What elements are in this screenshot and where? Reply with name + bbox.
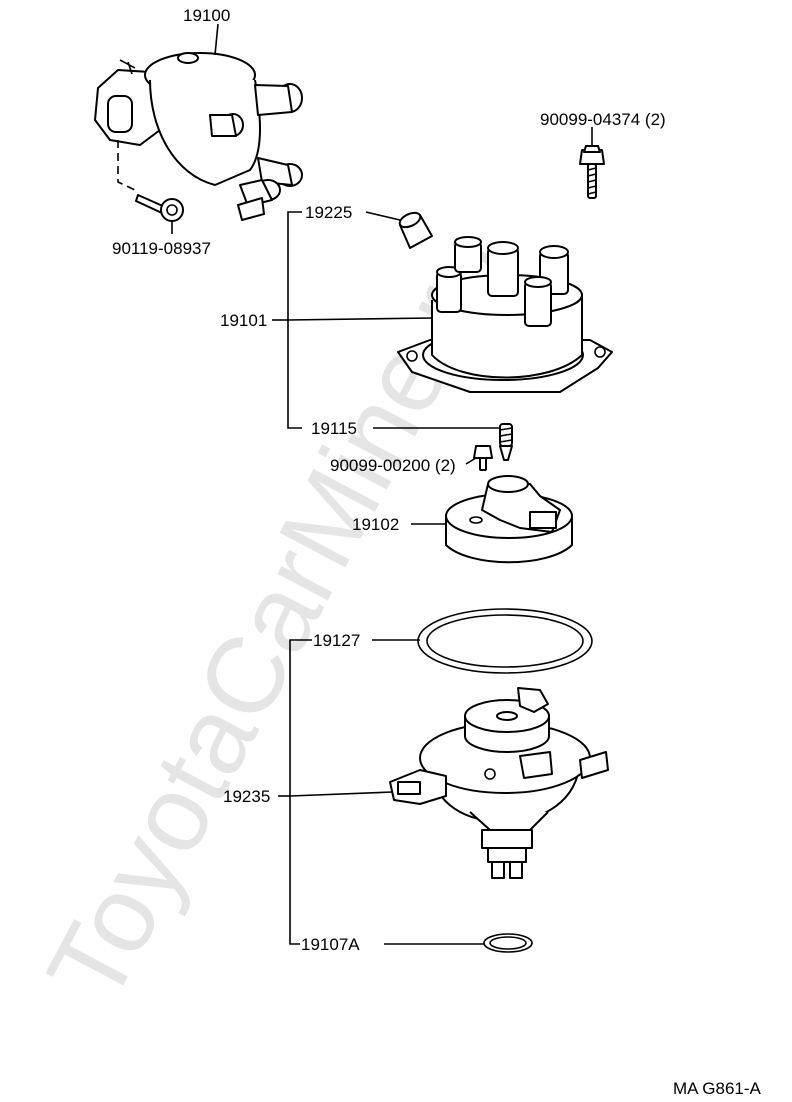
distributor-cap-19101-illustration bbox=[397, 236, 613, 393]
part-label-90099-00200: 90099-00200 (2) bbox=[330, 456, 456, 475]
o-ring-19107a-illustration bbox=[483, 933, 533, 953]
screw-90099-00200-illustration bbox=[473, 445, 493, 471]
part-label-19101: 19101 bbox=[220, 311, 267, 330]
part-label-90099-04374: 90099-04374 (2) bbox=[540, 110, 666, 129]
bolt-90119-illustration bbox=[135, 194, 184, 222]
drawing-id: MA G861-A bbox=[673, 1079, 762, 1098]
part-label-19102: 19102 bbox=[352, 515, 399, 534]
part-label-19127: 19127 bbox=[313, 631, 360, 650]
part-label-19100: 19100 bbox=[183, 6, 230, 25]
cap-19225-illustration bbox=[398, 211, 433, 249]
part-label-19225: 19225 bbox=[305, 203, 352, 222]
spring-19115-illustration bbox=[499, 423, 513, 461]
o-ring-19127-illustration bbox=[417, 608, 593, 674]
distributor-assembly-illustration bbox=[94, 52, 303, 221]
part-label-19235: 19235 bbox=[223, 787, 270, 806]
rotor-19102-illustration bbox=[445, 475, 573, 564]
screw-90099-04374-illustration bbox=[579, 145, 605, 199]
housing-19235-illustration bbox=[389, 687, 609, 879]
part-label-19115: 19115 bbox=[311, 419, 357, 438]
part-label-19107A: 19107A bbox=[301, 935, 360, 954]
part-label-90119-08937: 90119-08937 bbox=[112, 239, 211, 258]
